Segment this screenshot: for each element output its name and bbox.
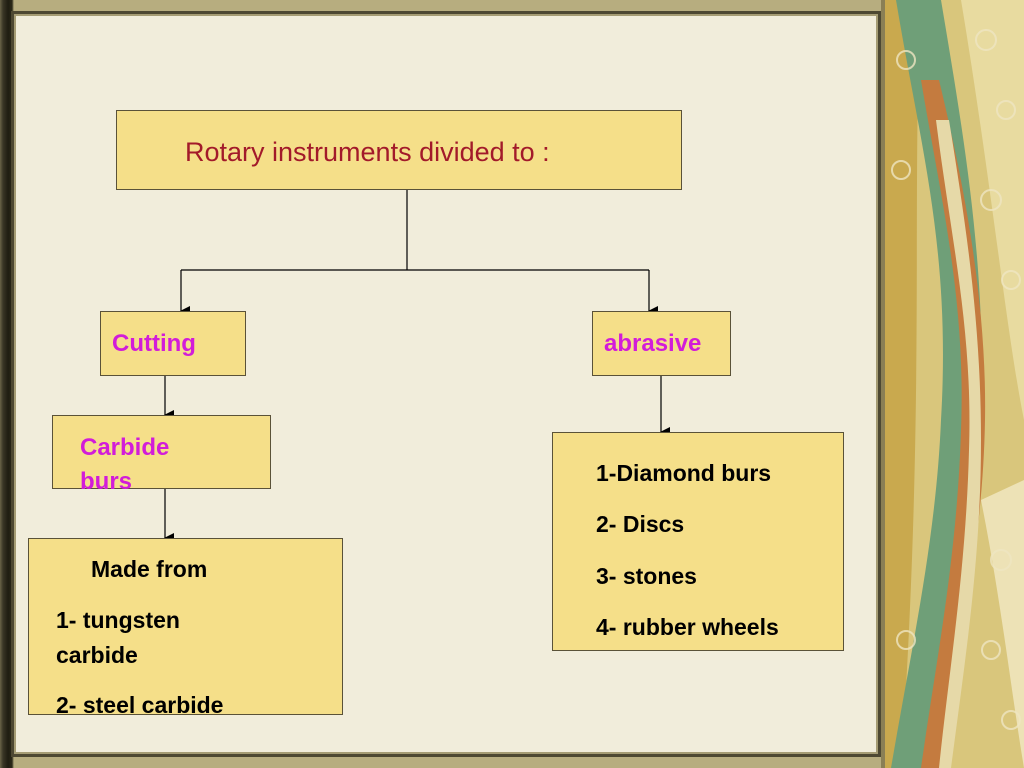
abrasive-list-node: 1-Diamond burs 2- Discs 3- stones 4- rub… [552, 432, 844, 651]
made-from-item1-line2: carbide [56, 642, 138, 668]
root-node: Rotary instruments divided to : [116, 110, 682, 190]
cutting-node: Cutting [100, 311, 246, 376]
carbide-burs-node: Carbide burs [52, 415, 271, 495]
made-from-heading: Made from [91, 556, 208, 582]
abrasive-item-3: 3- stones [596, 563, 697, 589]
carbide-burs-label-line1: Carbide [80, 434, 170, 461]
abrasive-item-2: 2- Discs [596, 511, 685, 537]
root-node-label: Rotary instruments divided to : [185, 137, 550, 167]
made-from-item2: 2- steel carbide [56, 692, 224, 718]
carbide-burs-label-line2: burs [80, 468, 133, 495]
abrasive-node: abrasive [592, 311, 731, 376]
abrasive-item-1: 1-Diamond burs [596, 460, 772, 486]
cutting-node-label: Cutting [112, 330, 196, 357]
made-from-node: Made from 1- tungsten carbide 2- steel c… [28, 538, 343, 718]
abrasive-item-4: 4- rubber wheels [596, 614, 779, 640]
made-from-item1-line1: 1- tungsten [56, 607, 180, 633]
decorative-side-pattern [881, 0, 1024, 768]
abrasive-node-label: abrasive [604, 330, 702, 357]
